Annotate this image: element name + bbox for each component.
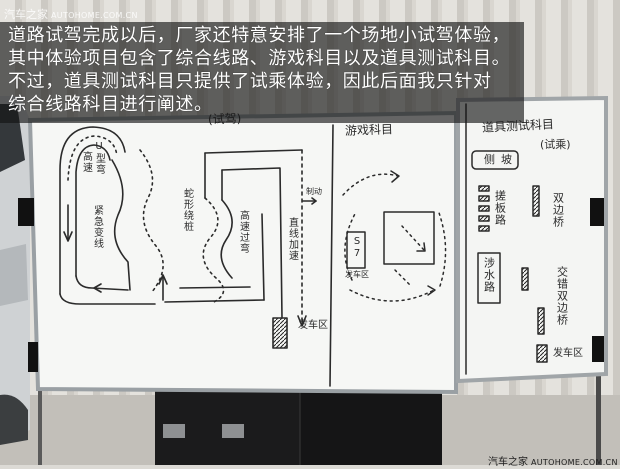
game-panel-title: 游戏科目 (344, 122, 394, 138)
watermark-brand-en: AUTOHOME.COM.CN (531, 458, 618, 467)
label-side-slope: 侧坡 (484, 153, 518, 166)
label-braking: 制动 (306, 187, 322, 196)
watermark-brand-cn: 汽车之家 (488, 457, 528, 468)
props-panel-subtitle: (试乘) (540, 138, 571, 151)
side-slope-box (471, 150, 519, 170)
caption-line: 其中体验项目包含了综合线路、游戏科目以及道具测试科目。 (8, 48, 511, 69)
watermark-brand-cn: 汽车之家 (4, 8, 48, 21)
caption-line: 不过，道具测试科目只提供了试乘体验，因此后面我只针对 (8, 71, 492, 92)
label-u-turn: U型弯 (93, 141, 105, 175)
label-wading: 涉水路 (482, 257, 496, 293)
label-high-speed-corner: 高速过弯 (237, 210, 249, 254)
label-high-speed: 高速 (80, 151, 92, 173)
label-lane-change: 紧急变线 (91, 205, 103, 249)
board-clamps (18, 198, 604, 372)
caption-line: 综合线路科目进行阐述。 (8, 94, 213, 115)
game-start-box (346, 231, 366, 269)
car-left (0, 96, 30, 445)
label-washboard: 搓板路 (493, 190, 507, 226)
wading-box (477, 252, 501, 304)
label-course-start-area: 发车区 (298, 320, 328, 331)
course-drawing (59, 124, 334, 387)
game-drawing (342, 170, 447, 302)
case-handle (222, 424, 244, 438)
game-square (383, 211, 435, 265)
watermark-brand-en: AUTOHOME.COM.CN (51, 11, 138, 20)
caption-box: 道路试驾完成以后，厂家还特意安排了一个场地小试驾体验， 其中体验项目包含了综合线… (0, 22, 524, 123)
case-handle (163, 424, 185, 438)
start-area-box (272, 317, 288, 349)
board-stands (38, 372, 601, 465)
caption-line: 道路试驾完成以后，厂家还特意安排了一个场地小试驾体验， (8, 25, 511, 46)
label-straight-accel: 直线加速 (286, 217, 298, 261)
whiteboard-right (456, 95, 608, 384)
label-double-bridge: 双边桥 (551, 192, 565, 228)
label-slalom: 蛇形绕桩 (181, 188, 193, 232)
label-props-start-area: 发车区 (553, 348, 583, 359)
props-drawing (465, 103, 548, 375)
flight-cases (155, 383, 442, 465)
label-game-start-area: 发车区 (345, 270, 369, 279)
game-box-label: S7 (351, 236, 363, 260)
label-staggered-bridge: 交错双边桥 (555, 266, 569, 326)
